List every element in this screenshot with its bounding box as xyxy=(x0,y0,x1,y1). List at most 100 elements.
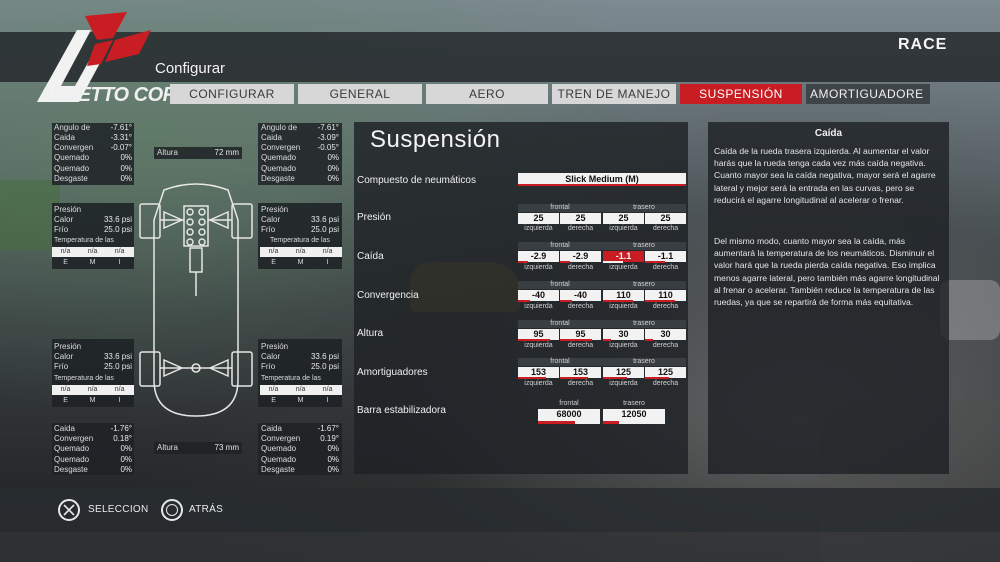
rear-header: trasero xyxy=(602,358,686,366)
altura-front-right[interactable]: 95 xyxy=(560,329,601,340)
caida-label: Caída xyxy=(357,251,384,262)
front-left-stats xyxy=(52,123,134,185)
amortiguadores-label: Amortiguadores xyxy=(357,367,428,378)
col-label: derecha xyxy=(567,342,594,349)
convergencia-rear-right[interactable]: 110 xyxy=(645,290,686,301)
col-label: izquierda xyxy=(609,303,638,310)
tyre-zone-labels: E M I xyxy=(271,259,329,266)
logo-wordmark: ASSETTO CORSA xyxy=(38,84,204,106)
value-bar xyxy=(518,377,546,379)
col-label: derecha xyxy=(652,380,679,387)
barra-front-fill xyxy=(538,421,576,424)
value-bar xyxy=(560,339,592,341)
select-label[interactable]: SELECCION xyxy=(88,504,149,515)
amortiguadores-front-left[interactable]: 153 xyxy=(518,367,559,378)
rear-right-tyre-panel xyxy=(258,339,342,407)
presion-label: Presión xyxy=(357,212,391,223)
presion-front-left[interactable]: 25 xyxy=(518,213,559,224)
assetto-corsa-logo xyxy=(37,12,151,102)
top-bar xyxy=(0,32,1000,82)
convergencia-front-right[interactable]: -40 xyxy=(560,290,601,301)
value-bar xyxy=(518,300,530,302)
tab-general[interactable]: GENERAL xyxy=(298,84,422,104)
col-label: derecha xyxy=(652,342,679,349)
tyre-temp-label: Temperatura de las xyxy=(54,375,114,382)
rear-height-box xyxy=(154,442,242,454)
tyre-pressure-label: Presión xyxy=(261,205,289,214)
col-label: derecha xyxy=(567,225,594,232)
altura-rear-left[interactable]: 30 xyxy=(603,329,644,340)
col-label: izquierda xyxy=(609,264,638,271)
tyre-temp-label: Temperatura de las xyxy=(270,237,330,244)
description-panel xyxy=(708,122,949,474)
rear-header: trasero xyxy=(623,400,645,407)
col-label: derecha xyxy=(652,303,679,310)
tyre-temp-values: n/a n/a n/a xyxy=(260,247,342,257)
rear-header: trasero xyxy=(602,204,686,212)
col-label: derecha xyxy=(652,225,679,232)
tyre-compound-bar xyxy=(518,184,686,186)
tyre-compound-selector[interactable]: Slick Medium (M) xyxy=(518,173,686,186)
presion-rear-right[interactable]: 25 xyxy=(645,213,686,224)
barra-rear[interactable]: 12050 xyxy=(603,409,665,420)
tab-aero[interactable]: AERO xyxy=(426,84,548,104)
value-bar xyxy=(603,300,633,302)
tyre-pressure-label: Presión xyxy=(54,205,82,214)
front-header: frontal xyxy=(518,281,602,289)
barra-front[interactable]: 68000 xyxy=(538,409,600,420)
col-label: izquierda xyxy=(609,380,638,387)
value-bar xyxy=(518,261,528,263)
rear-header: trasero xyxy=(602,281,686,289)
rear-left-stats xyxy=(52,423,134,475)
altura-label: Altura xyxy=(357,328,384,339)
tyre-temp-values: n/a n/a n/a xyxy=(260,385,342,395)
tab-suspension[interactable]: SUSPENSIÓN xyxy=(680,84,802,104)
caida-front-left[interactable]: -2.9 xyxy=(518,251,559,262)
panel-title: Suspensión xyxy=(370,126,501,153)
back-label[interactable]: ATRÁS xyxy=(189,504,224,515)
description-paragraph-1: Caída de la rueda trasera izquierda. Al … xyxy=(714,146,936,205)
col-label: izquierda xyxy=(524,380,553,387)
altura-rear-right[interactable]: 30 xyxy=(645,329,686,340)
barra-label: Barra estabilizadora xyxy=(357,405,446,416)
front-left-tyre-panel xyxy=(52,203,134,269)
caida-front-right[interactable]: -2.9 xyxy=(560,251,601,262)
convergencia-rear-left[interactable]: 110 xyxy=(603,290,644,301)
presion-front-right[interactable]: 25 xyxy=(560,213,601,224)
front-right-stats xyxy=(258,123,342,185)
front-header: frontal xyxy=(559,400,579,407)
car-chassis-diagram xyxy=(139,183,253,417)
caida-rear-left[interactable]: -1.1 xyxy=(603,251,644,262)
front-right-tyre-panel xyxy=(258,203,342,269)
rear-left-tyre-panel xyxy=(52,339,134,407)
barra-rear-fill xyxy=(603,421,619,424)
front-header: frontal xyxy=(518,358,602,366)
mode-title: RACE xyxy=(898,36,948,53)
value-bar xyxy=(518,339,550,341)
tyre-zone-labels: E M I xyxy=(63,397,121,404)
convergencia-front-left[interactable]: -40 xyxy=(518,290,559,301)
rear-header: trasero xyxy=(602,320,686,328)
tyre-temp-values: n/a n/a n/a xyxy=(52,247,134,257)
caida-rear-right[interactable]: -1.1 xyxy=(645,251,686,262)
altura-front-left[interactable]: 95 xyxy=(518,329,559,340)
col-label: derecha xyxy=(652,264,679,271)
amortiguadores-front-right[interactable]: 153 xyxy=(560,367,601,378)
presion-rear-left[interactable]: 25 xyxy=(603,213,644,224)
barra-rear-track xyxy=(603,419,665,424)
screen-title: Configurar xyxy=(155,60,226,77)
col-label: derecha xyxy=(567,380,594,387)
tyre-zone-labels: E M I xyxy=(63,259,121,266)
tyre-pressure-label: Presión xyxy=(261,342,289,351)
circle-button-icon[interactable] xyxy=(161,499,183,521)
rear-right-stats xyxy=(258,423,342,475)
tab-configurar[interactable]: CONFIGURAR xyxy=(170,84,294,104)
value-bar xyxy=(560,261,570,263)
tab-tren-de-manejo[interactable]: TREN DE MANEJO xyxy=(552,84,676,104)
col-label: izquierda xyxy=(524,342,553,349)
amortiguadores-rear-right[interactable]: 125 xyxy=(645,367,686,378)
tab-amortiguadores[interactable]: AMORTIGUADORE xyxy=(806,84,930,104)
cross-button-icon[interactable] xyxy=(58,499,80,521)
value-bar xyxy=(603,339,611,341)
amortiguadores-rear-left[interactable]: 125 xyxy=(603,367,644,378)
